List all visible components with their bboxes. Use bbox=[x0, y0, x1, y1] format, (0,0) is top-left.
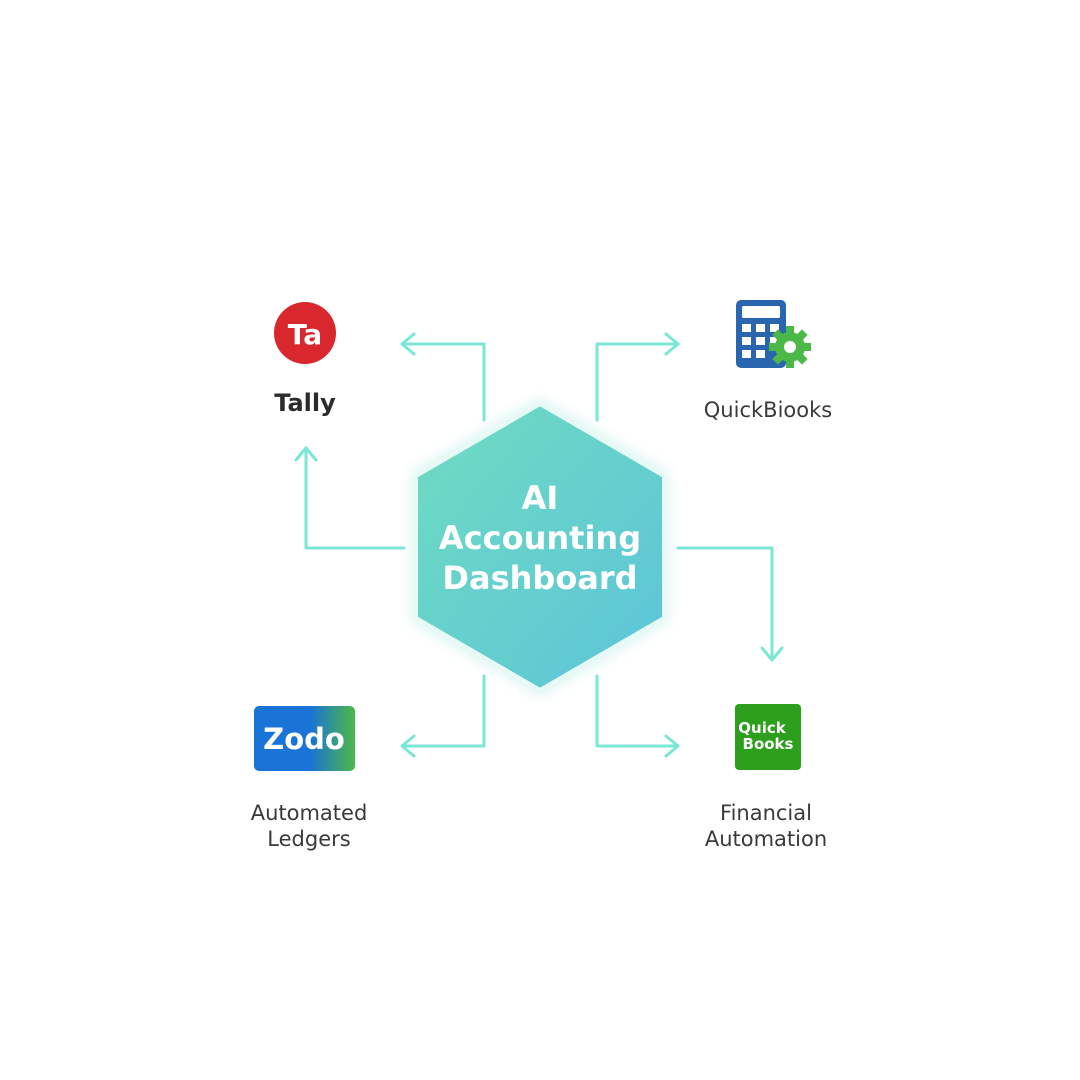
tally-logo-icon: Ta bbox=[274, 302, 336, 364]
arrowhead-ledgers bbox=[400, 734, 416, 758]
connector-hub-to-financial-side bbox=[676, 546, 774, 662]
arrowhead-quickbooks bbox=[664, 332, 680, 356]
tally-label: Tally bbox=[274, 389, 336, 417]
quickbooks-logo-icon: Quick Books bbox=[735, 704, 801, 770]
zodo-logo-text: Zodo bbox=[263, 722, 345, 756]
financial-automation-line2: Automation bbox=[704, 827, 828, 851]
zodo-logo-icon: Zodo bbox=[254, 706, 355, 771]
gear-icon bbox=[769, 326, 811, 368]
financial-automation-line1: Financial bbox=[720, 801, 812, 825]
connector-hub-to-tally-side bbox=[304, 446, 406, 550]
hub-title-line1: AI bbox=[521, 479, 559, 517]
hub-hexagon bbox=[412, 398, 668, 696]
arrowhead-tally-side bbox=[294, 446, 318, 462]
arrowhead-financial-bottom bbox=[664, 734, 680, 758]
hub-title-line3: Dashboard bbox=[442, 559, 638, 597]
calculator-gear-icon bbox=[736, 300, 811, 368]
quickbooks-top-label: QuickBiooks bbox=[703, 398, 833, 422]
automated-ledgers-label: Automated Ledgers bbox=[229, 800, 389, 852]
financial-automation-label: Financial Automation bbox=[686, 800, 846, 852]
quickbooks-logo-line1: Quick bbox=[738, 719, 786, 737]
hub-title-line2: Accounting bbox=[438, 519, 642, 557]
automated-ledgers-line1: Automated bbox=[250, 801, 368, 825]
connector-hub-to-tally-top bbox=[400, 342, 486, 422]
automated-ledgers-line2: Ledgers bbox=[267, 827, 351, 851]
hub-title: AI Accounting Dashboard bbox=[420, 478, 660, 598]
connectors bbox=[294, 332, 784, 758]
connector-hub-to-ledgers bbox=[400, 674, 486, 748]
tally-logo-text: Ta bbox=[288, 318, 322, 351]
arrowhead-tally-top bbox=[400, 332, 416, 356]
arrowhead-financial-side bbox=[760, 646, 784, 662]
connector-hub-to-financial-bottom bbox=[595, 674, 680, 748]
quickbooks-logo-line2: Books bbox=[743, 735, 794, 753]
connector-hub-to-quickbooks bbox=[595, 342, 680, 422]
